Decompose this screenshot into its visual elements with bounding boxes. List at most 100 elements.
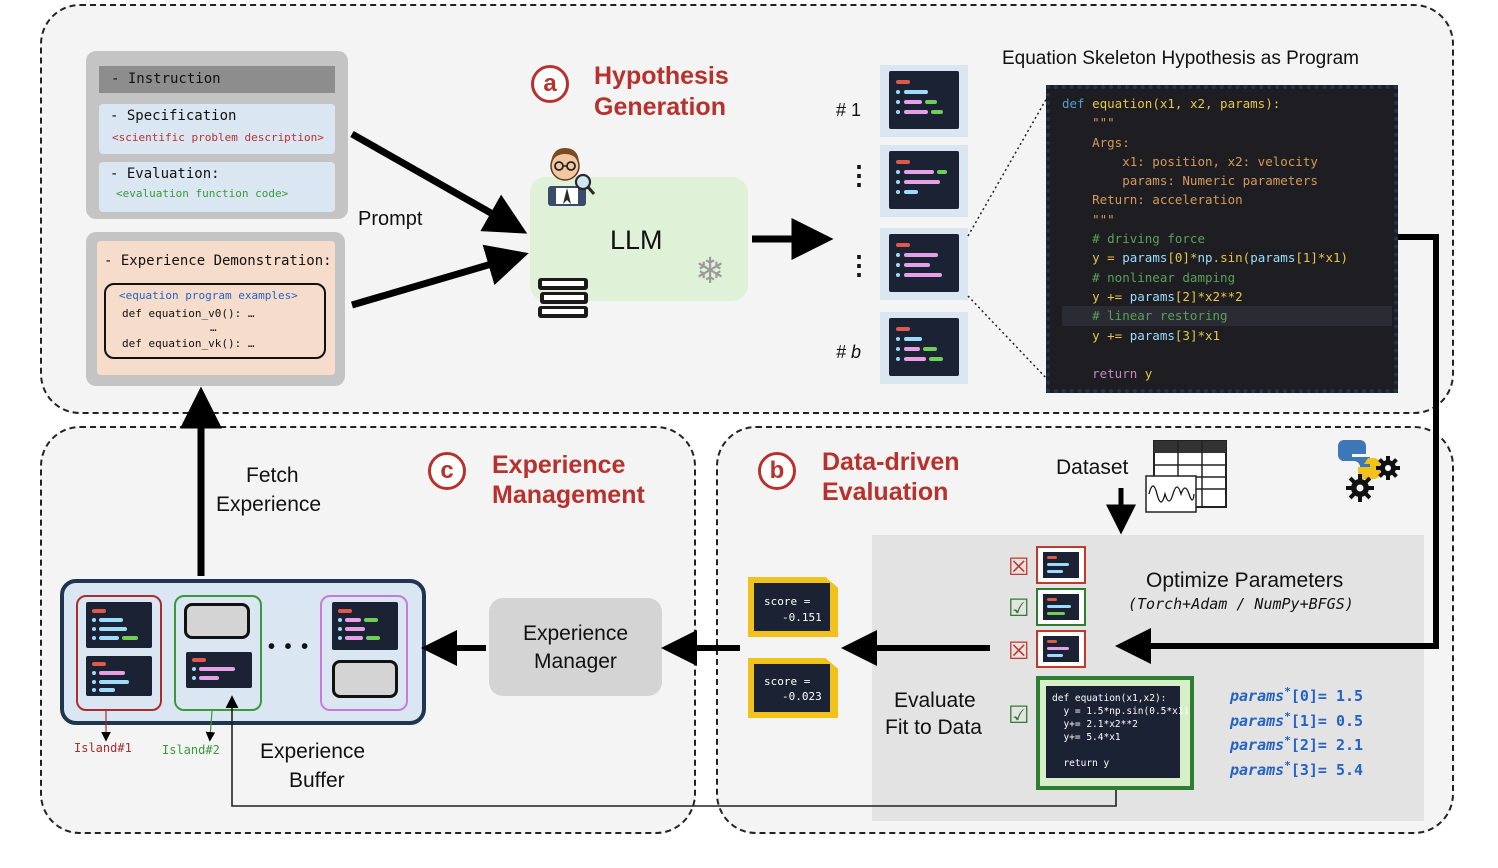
check-reject-2: ☒ xyxy=(1008,638,1030,665)
island-k-program xyxy=(328,600,402,652)
code-token: [0]* xyxy=(1167,250,1198,266)
code-token: y = xyxy=(1062,250,1123,266)
code-line: Args: xyxy=(1062,133,1392,152)
island-1 xyxy=(76,595,162,711)
code-line: # nonlinear damping xyxy=(1062,268,1392,287)
optimize-parameters-label: Optimize Parameters xyxy=(1146,569,1344,592)
evaluate-label-1: Evaluate xyxy=(894,689,976,712)
program-thumb-3 xyxy=(880,228,968,300)
specification-block xyxy=(99,104,335,154)
score-label-1: score = xyxy=(764,595,811,608)
code-token: [2]*x2**2 xyxy=(1174,288,1243,304)
sample-label-1: # 1 xyxy=(836,100,862,120)
code-line: """ xyxy=(1062,113,1392,132)
code-token: equation(x1, x2, params): xyxy=(1092,96,1281,111)
prompt-label: Prompt xyxy=(358,208,423,230)
code-line: """ xyxy=(1062,210,1392,229)
zoom-line-bottom xyxy=(967,295,1049,381)
hypothesis-generation-title-2: Generation xyxy=(594,93,726,121)
scientist-icon xyxy=(548,148,596,206)
evaluation-detail: <evaluation function code> xyxy=(116,187,289,200)
param-value: = 1.5 xyxy=(1317,687,1364,705)
param-row: params*[2]= 2.1 xyxy=(1230,731,1363,756)
code-token: params: Numeric parameters xyxy=(1062,173,1318,189)
data-driven-evaluation-title-2: Evaluation xyxy=(822,478,949,506)
hypothesis-generation-title-1: Hypothesis xyxy=(594,62,729,90)
param-star: * xyxy=(1284,758,1291,772)
param-row: params*[1]= 0.5 xyxy=(1230,707,1363,732)
specification-label: - Specification xyxy=(110,108,237,124)
example-vk: def equation_vk(): … xyxy=(122,337,255,350)
code-token: [3]*x1 xyxy=(1174,327,1221,343)
candidate-program-2 xyxy=(1036,588,1086,626)
code-line: return y xyxy=(1062,364,1392,383)
code-line: # driving force xyxy=(1062,229,1392,248)
param-star: * xyxy=(1284,709,1291,723)
fitted-code-line: def equation(x1,x2): xyxy=(1052,693,1167,704)
examples-header: <equation program examples> xyxy=(119,289,298,302)
code-line: def equation(x1, x2, params): xyxy=(1062,94,1392,113)
island-k xyxy=(320,595,408,711)
example-v0: def equation_v0(): … xyxy=(122,307,255,320)
python-gear-icon xyxy=(1338,440,1400,502)
experience-buffer-label-2: Buffer xyxy=(289,769,345,792)
evaluate-label-2: Fit to Data xyxy=(885,716,982,739)
program-thumb-b xyxy=(880,312,968,384)
code-panel-title: Equation Skeleton Hypothesis as Program xyxy=(1002,48,1359,69)
examples-frame xyxy=(104,283,326,359)
badge-a: a xyxy=(531,65,569,103)
score-value-1: -0.151 xyxy=(782,611,822,624)
island-1-program-1 xyxy=(82,600,156,650)
sample-vdots-1: ⋮ xyxy=(846,160,872,190)
code-token: """ xyxy=(1062,115,1115,131)
code-token: # linear restoring xyxy=(1062,308,1228,324)
param-index: [0] xyxy=(1290,687,1318,705)
code-token: """ xyxy=(1062,211,1115,227)
code-panel: def equation(x1, x2, params): """ Args: … xyxy=(1052,91,1392,387)
code-line: y = params[0]*np.sin(params[1]*x1) xyxy=(1062,248,1392,267)
param-index: [2] xyxy=(1290,736,1318,754)
code-token: params xyxy=(1129,327,1175,343)
sample-label-b: # b xyxy=(836,342,862,362)
param-value: = 5.4 xyxy=(1317,760,1364,779)
code-line: # linear restoring xyxy=(1062,306,1392,326)
specification-detail: <scientific problem description> xyxy=(112,131,324,144)
code-token: Return: acceleration xyxy=(1062,192,1243,208)
code-token: # driving force xyxy=(1062,231,1205,247)
dataset-label: Dataset xyxy=(1056,456,1129,479)
experience-manager-box xyxy=(489,598,662,696)
experience-manager-label-2: Manager xyxy=(534,650,617,673)
snowflake-icon: ❄ xyxy=(695,250,726,291)
fitted-code-line: y+= 5.4*x1 xyxy=(1052,732,1121,743)
code-token: return xyxy=(1062,366,1145,382)
program-thumb-1 xyxy=(880,65,968,137)
program-thumb-2 xyxy=(880,145,968,217)
code-token: .sin( xyxy=(1212,250,1251,266)
candidate-program-1 xyxy=(1036,546,1086,584)
fetch-experience-label-2: Experience xyxy=(216,493,322,516)
island-2-program xyxy=(182,650,256,690)
param-name: params xyxy=(1230,687,1285,705)
param-star: * xyxy=(1284,734,1291,747)
code-line: Return: acceleration xyxy=(1062,190,1392,209)
experience-management-title-2: Management xyxy=(492,481,645,509)
code-token: np xyxy=(1197,250,1213,266)
fetch-experience-label-1: Fetch xyxy=(246,464,299,487)
param-name: params xyxy=(1230,736,1285,754)
books-icon xyxy=(538,278,588,318)
island-2-empty-slot xyxy=(184,603,250,639)
code-token: y += xyxy=(1062,327,1130,343)
optimize-methods-label: (Torch+Adam / NumPy+BFGS) xyxy=(1128,595,1354,613)
code-token: y xyxy=(1144,366,1153,382)
sample-vdots-2: ⋮ xyxy=(846,250,872,280)
buffer-ellipsis: • • • xyxy=(268,636,311,658)
llm-label: LLM xyxy=(610,225,663,255)
code-line: x1: position, x2: velocity xyxy=(1062,152,1392,171)
island-2 xyxy=(174,595,262,711)
score-label-2: score = xyxy=(764,675,811,688)
evaluation-label: - Evaluation: xyxy=(110,166,220,182)
arrow-prompt-to-llm-2 xyxy=(351,244,529,309)
zoom-line-top xyxy=(967,95,1049,237)
